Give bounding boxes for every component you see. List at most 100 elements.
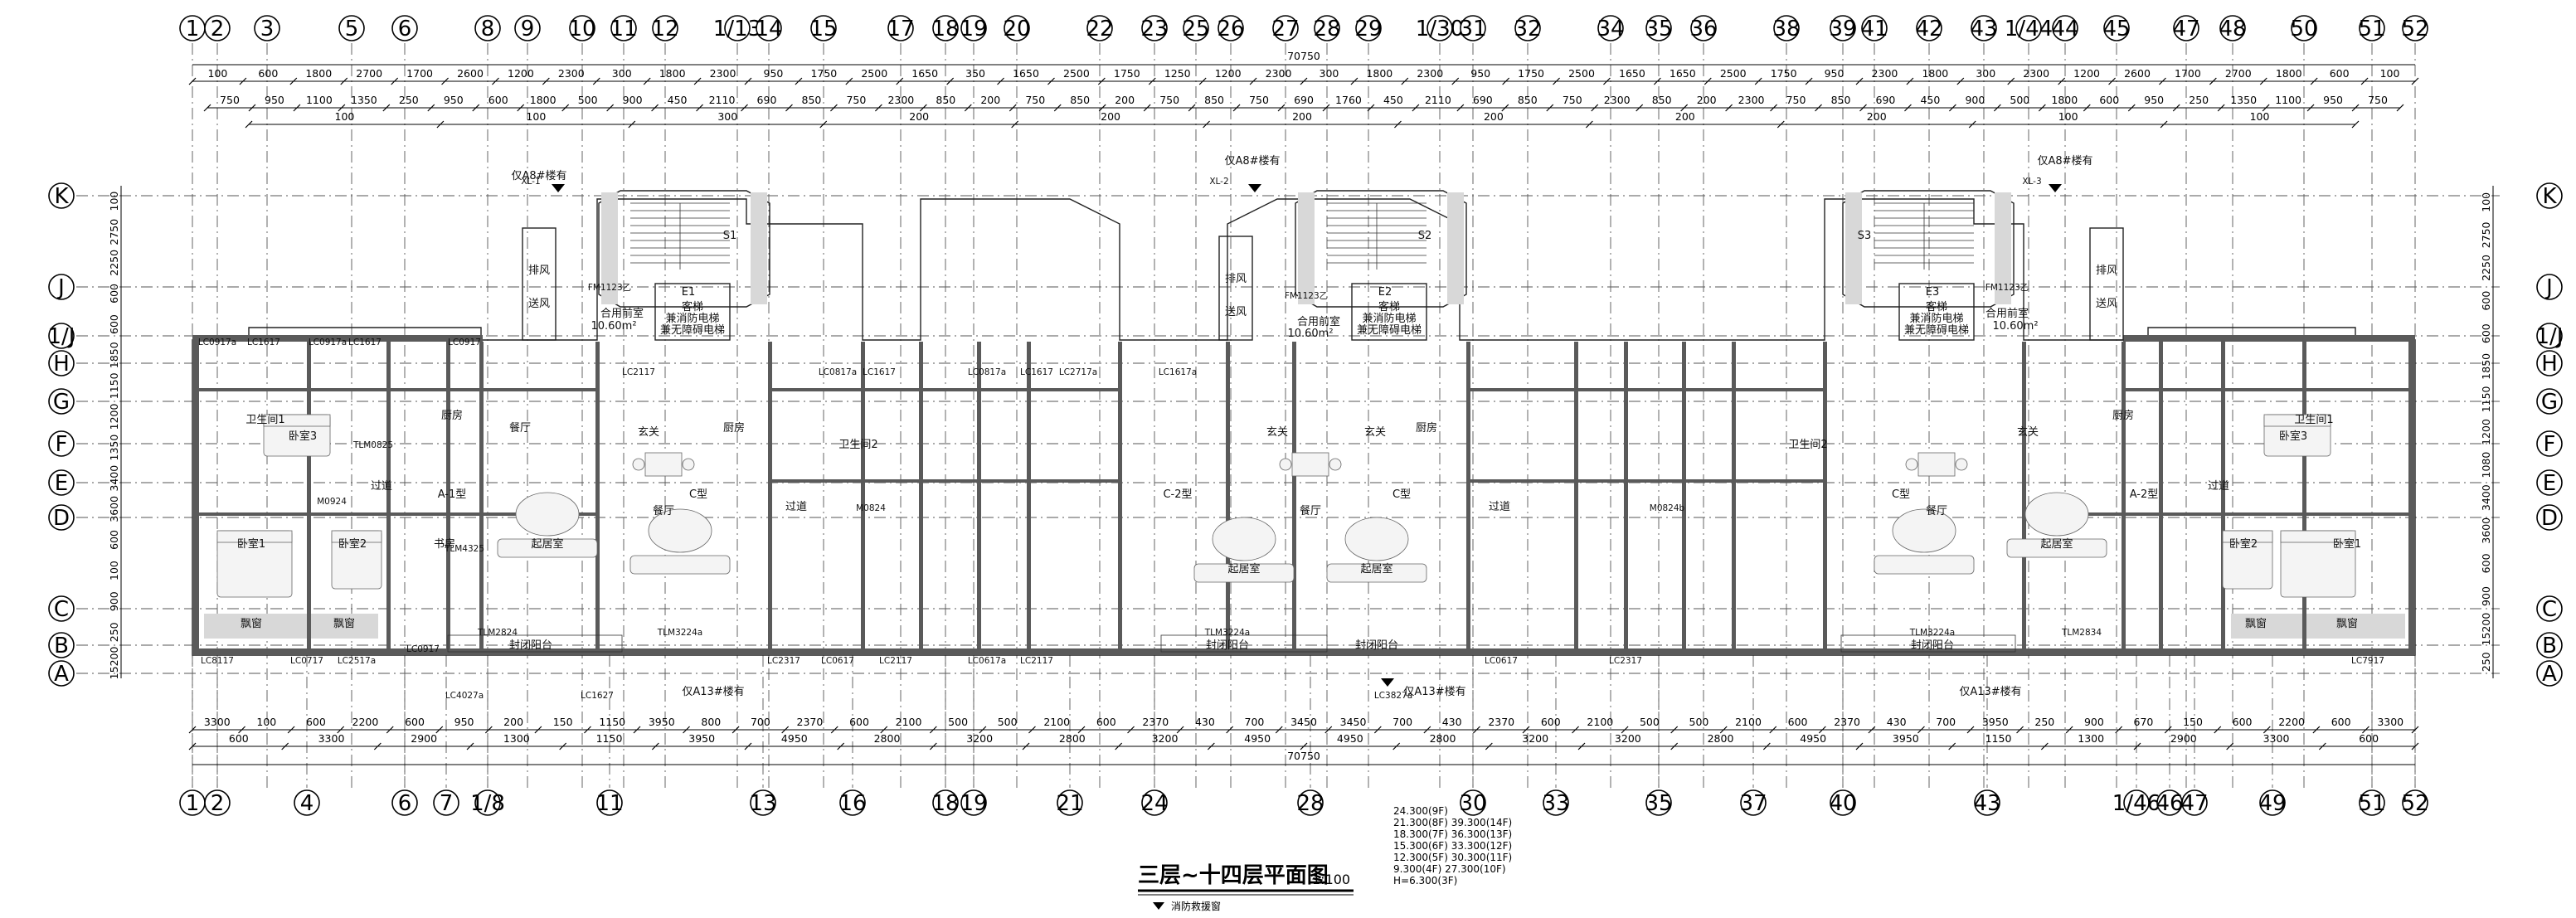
dim-top2-25: 1760	[1335, 94, 1362, 106]
dim-bot1-9: 3950	[649, 716, 675, 728]
svg-text:G: G	[2541, 390, 2558, 415]
svg-text:22: 22	[1086, 17, 1113, 41]
tag-lc1617a-11: LC1617a	[1159, 367, 1197, 377]
svg-text:29: 29	[1354, 17, 1382, 41]
dim-top1-40: 2700	[2225, 67, 2252, 80]
note-a13-1: 仅A13#楼有	[682, 686, 744, 698]
room-bath-1: 卫生间1	[245, 414, 284, 426]
axis-left-1-J: 1/J	[48, 323, 75, 349]
room-corridor-2: 过道	[785, 501, 807, 513]
svg-text:1/46: 1/46	[2112, 791, 2160, 816]
svg-text:18: 18	[931, 17, 959, 41]
axis-top-35: 35	[1645, 15, 1673, 41]
svg-text:23: 23	[1140, 17, 1168, 41]
dim-right-5: 1850	[2480, 353, 2492, 380]
dim-bot1-32: 600	[1788, 716, 1808, 728]
tag-xl-1-40: XL-1	[521, 177, 540, 187]
dim-top2-4: 250	[399, 94, 419, 106]
dim-top2-11: 2110	[709, 94, 736, 106]
room-bath-2: 卫生间2	[838, 439, 877, 451]
dim-top3-2: 300	[717, 110, 737, 123]
dim-top1-0: 100	[208, 67, 228, 80]
dim-bot1-39: 670	[2134, 716, 2154, 728]
axis-top-12: 12	[651, 15, 679, 41]
dim-top2-26: 450	[1383, 94, 1403, 106]
legend-rescue-icon	[1153, 902, 1164, 910]
dim-bot1-1: 100	[256, 716, 276, 728]
room-bay-2: 飘窗	[333, 617, 355, 630]
svg-text:5: 5	[345, 17, 359, 41]
room-entry-4: 玄关	[2017, 426, 2039, 439]
dim-left-8: 1350	[108, 435, 120, 461]
axis-left-A: A	[48, 660, 75, 687]
note-a8-3: 仅A8#楼有	[2037, 155, 2092, 168]
dim-top3-8: 200	[1867, 110, 1887, 123]
dim-top3-0: 100	[335, 110, 355, 123]
room-living-3: 起居室	[1360, 562, 1392, 576]
tag-lc7917-39: LC7917	[2351, 656, 2384, 666]
lift-access-1: 兼无障碍电梯	[660, 324, 725, 337]
room-dining-2: 餐厅	[653, 504, 674, 517]
axis-top-8: 8	[474, 15, 501, 41]
svg-text:42: 42	[1915, 17, 1942, 41]
axis-top-44: 44	[2051, 15, 2079, 41]
axis-left-H: H	[48, 350, 75, 376]
lift-lobby-labels: 客梯 兼消防电梯 兼无障碍电梯 客梯 兼消防电梯 兼无障碍电梯 客梯 兼消防电梯…	[591, 230, 2038, 340]
svg-text:30: 30	[1459, 791, 1486, 816]
stair-label-s2: S2	[1418, 230, 1432, 242]
axis-bottom-43: 43	[1973, 789, 2001, 816]
axis-top-28: 28	[1313, 15, 1341, 41]
dim-top2-19: 850	[1070, 94, 1090, 106]
svg-text:14: 14	[755, 17, 782, 41]
tag-lc8117-15: LC8117	[201, 656, 234, 666]
axis-top-1: 1	[179, 15, 206, 41]
axis-left-G: G	[48, 388, 75, 415]
axis-top-27: 27	[1271, 15, 1300, 41]
svg-text:H: H	[53, 352, 70, 376]
svg-text:40: 40	[1829, 791, 1856, 816]
room-bay-1: 飘窗	[241, 617, 262, 630]
dim-bot1-41: 600	[2233, 716, 2253, 728]
dim-left-14: 250	[108, 622, 120, 642]
axis-bottom-51: 51	[2358, 789, 2386, 816]
dim-bot1-8: 1150	[599, 716, 625, 728]
room-kitchen-2: 厨房	[723, 421, 745, 435]
tag-lc1617-1: LC1617	[247, 338, 280, 347]
lift-guest-2: 客梯	[1378, 300, 1400, 313]
dim-left-13: 900	[108, 591, 120, 611]
axis-bottom-35: 35	[1645, 789, 1673, 816]
dim-top2-41: 1800	[2051, 94, 2078, 106]
dim-top2-33: 200	[1697, 94, 1717, 106]
axis-top-17: 17	[887, 15, 915, 41]
dim-top1-14: 1650	[911, 67, 938, 80]
axis-right-F: F	[2536, 430, 2563, 457]
dim-bot2-10: 3200	[1152, 732, 1179, 745]
axis-top-3: 3	[254, 15, 280, 41]
note-a13-2: 仅A13#楼有	[1403, 686, 1465, 698]
dim-bot1-18: 600	[1096, 716, 1116, 728]
lift-label-e2: E2	[1378, 286, 1392, 299]
tag-tlm3224a-30: TLM3224a	[657, 628, 702, 638]
room-balcony-3: 封闭阳台	[1355, 639, 1398, 652]
room-study: 书房	[434, 537, 455, 551]
note-a8-1: 仅A8#楼有	[511, 170, 566, 182]
dim-top2-47: 950	[2323, 94, 2343, 106]
axis-top-1-30: 1/30	[1416, 15, 1464, 41]
axis-right-1-J: 1/J	[2536, 323, 2563, 349]
dim-bot1-17: 2100	[1043, 716, 1070, 728]
axis-top-14: 14	[755, 15, 783, 41]
room-bedroom-1-a: 卧室1	[237, 537, 265, 551]
elevation-line-4: 12.300(5F) 30.300(11F)	[1393, 852, 1512, 863]
axis-right-H: H	[2536, 350, 2563, 376]
svg-text:1/J: 1/J	[48, 324, 75, 349]
tag-lc1617-3: LC1617	[348, 338, 382, 347]
dim-top2-46: 1100	[2275, 94, 2301, 106]
tag-m0824b-36: M0824b	[1650, 503, 1685, 513]
dim-top1-15: 350	[965, 67, 985, 80]
tag-tlm2834-33: TLM2834	[2061, 628, 2102, 638]
tag-lc0817a-8: LC0817a	[968, 367, 1006, 377]
building-plan	[192, 190, 2416, 656]
